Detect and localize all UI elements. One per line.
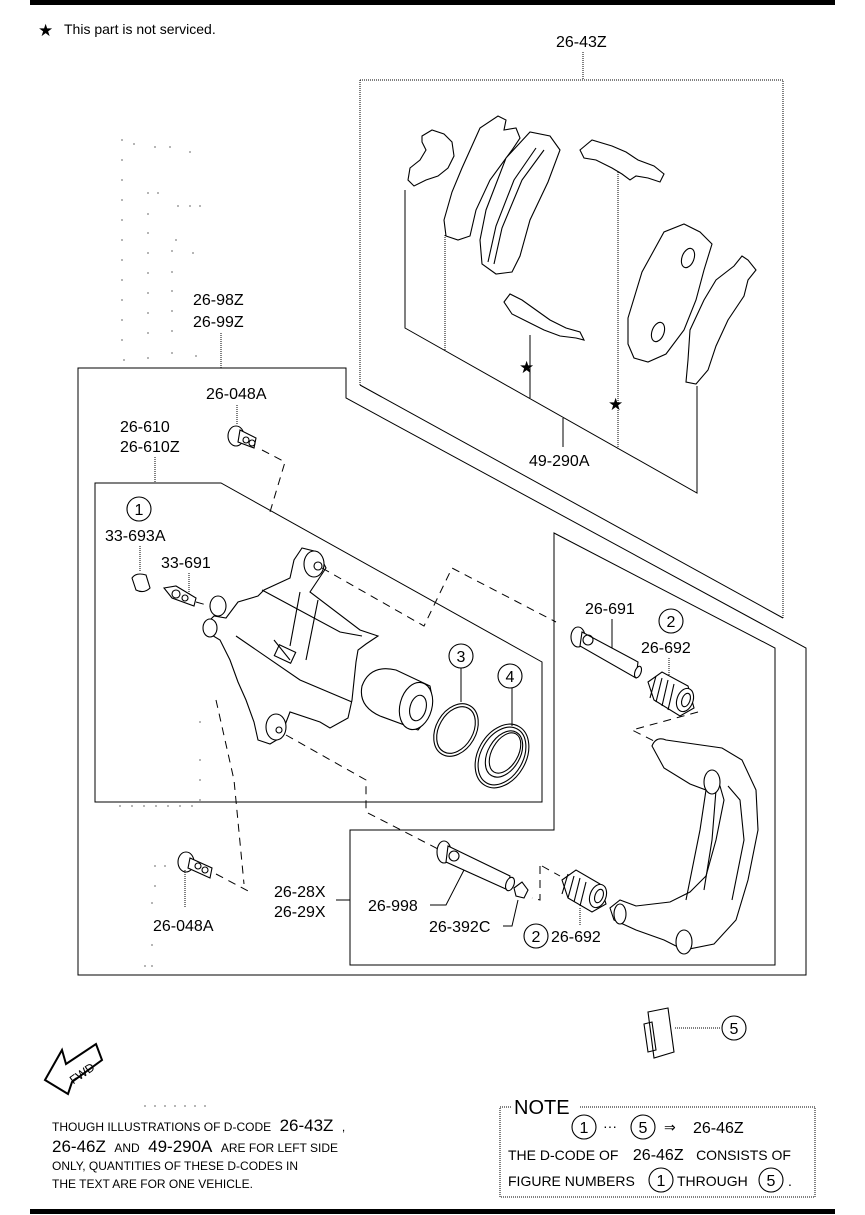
caliper-assembly-group: 26-98Z 26-99Z 26-048A 26-610 26-610Z 1 3… bbox=[77, 292, 807, 976]
callout-26-29X[interactable]: 26-29X bbox=[274, 904, 326, 921]
note-line-3-end: . bbox=[788, 1173, 792, 1189]
grease-packet-part[interactable] bbox=[643, 1007, 675, 1059]
note-arrow-icon: ⇒ bbox=[664, 1119, 676, 1135]
guide-pin-boot-lower-part[interactable] bbox=[561, 869, 610, 913]
piston-seal-part[interactable] bbox=[425, 696, 488, 764]
callout-26-048A-top[interactable]: 26-048A bbox=[206, 386, 267, 403]
not-serviced-star-icon: ★ bbox=[519, 358, 534, 377]
legend-text: This part is not serviced. bbox=[64, 21, 216, 37]
dust-seal-part[interactable] bbox=[464, 715, 540, 798]
svg-text:2: 2 bbox=[532, 929, 541, 946]
caliper-body-part[interactable] bbox=[202, 547, 380, 745]
svg-text:5: 5 bbox=[730, 1021, 739, 1038]
note-range-to: 5 bbox=[639, 1120, 648, 1137]
bottom-border-bar bbox=[30, 1209, 835, 1214]
grease-packet-group: 5 bbox=[643, 1007, 747, 1059]
callout-26-692-upper[interactable]: 26-692 bbox=[641, 640, 691, 657]
fwd-arrow-icon: FWD bbox=[43, 1042, 104, 1096]
pad-kit-group: 26-43Z 49-290A ★ ★ bbox=[359, 34, 784, 619]
note-line-3-a: FIGURE NUMBERS bbox=[508, 1173, 635, 1189]
callout-49-290A[interactable]: 49-290A bbox=[529, 453, 590, 470]
outer-shim-left-part[interactable] bbox=[407, 129, 455, 187]
caliper-piston-part[interactable] bbox=[360, 668, 437, 734]
pad-clip-upper-part[interactable] bbox=[579, 139, 665, 183]
pad-clip-lower-part[interactable] bbox=[503, 293, 586, 341]
note-line-3-b: THROUGH bbox=[677, 1173, 748, 1189]
callout-26-392C[interactable]: 26-392C bbox=[429, 919, 490, 936]
note-line-3-num2: 5 bbox=[767, 1173, 776, 1190]
guide-pin-boot-upper-part[interactable] bbox=[647, 671, 697, 717]
outer-shim-right-part[interactable] bbox=[685, 255, 757, 385]
note-range-sep: ··· bbox=[603, 1118, 617, 1134]
note-line-3-num1: 1 bbox=[657, 1173, 666, 1190]
figure-number-4: 4 bbox=[497, 663, 523, 689]
disclaimer-line-3: ONLY, QUANTITIES OF THESE D-CODES IN bbox=[52, 1159, 298, 1173]
callout-26-610Z[interactable]: 26-610Z bbox=[120, 439, 180, 456]
caliper-bolt-top-part[interactable] bbox=[227, 425, 257, 449]
disclaimer-block: THOUGH ILLUSTRATIONS OF D-CODE 26-43Z , … bbox=[52, 1116, 345, 1191]
svg-text:4: 4 bbox=[506, 669, 515, 686]
note-box: NOTE 1 ··· 5 ⇒ 26-46Z THE D-CODE OF 26-4… bbox=[499, 1097, 816, 1198]
top-border-bar bbox=[30, 0, 835, 5]
brake-pad-backing-plate-left[interactable] bbox=[443, 115, 521, 241]
callout-26-610[interactable]: 26-610 bbox=[120, 419, 170, 436]
svg-text:3: 3 bbox=[457, 649, 466, 666]
figure-number-5: 5 bbox=[721, 1015, 747, 1041]
note-range-from: 1 bbox=[580, 1120, 589, 1137]
bleeder-screw-part[interactable] bbox=[162, 585, 197, 607]
brake-pad-right-part[interactable] bbox=[627, 223, 713, 363]
star-icon: ★ bbox=[38, 21, 53, 40]
callout-26-99Z[interactable]: 26-99Z bbox=[193, 314, 244, 331]
guide-pin-upper-part[interactable] bbox=[570, 626, 643, 679]
bleeder-cap-part[interactable] bbox=[131, 573, 151, 593]
figure-number-2-upper: 2 bbox=[658, 608, 684, 634]
note-kit-code: 26-46Z bbox=[693, 1120, 744, 1137]
background-specks bbox=[119, 139, 206, 1107]
figure-number-2-lower: 2 bbox=[523, 923, 549, 949]
disclaimer-line-1: THOUGH ILLUSTRATIONS OF D-CODE 26-43Z , bbox=[52, 1116, 345, 1135]
callout-26-28X[interactable]: 26-28X bbox=[274, 884, 326, 901]
callout-33-693A[interactable]: 33-693A bbox=[105, 528, 166, 545]
figure-number-1: 1 bbox=[126, 496, 152, 522]
note-line-2: THE D-CODE OF 26-46Z CONSISTS OF bbox=[508, 1147, 791, 1164]
caliper-bolt-bottom-part[interactable] bbox=[177, 851, 213, 879]
figure-number-3: 3 bbox=[448, 643, 474, 669]
callout-26-048A-bottom[interactable]: 26-048A bbox=[153, 918, 214, 935]
callout-26-692-lower[interactable]: 26-692 bbox=[551, 929, 601, 946]
guide-pin-lower-part[interactable] bbox=[436, 840, 516, 892]
note-title: NOTE bbox=[514, 1097, 570, 1119]
callout-26-998[interactable]: 26-998 bbox=[368, 898, 418, 915]
caliper-bracket-part[interactable] bbox=[609, 738, 759, 955]
callout-26-691[interactable]: 26-691 bbox=[585, 601, 635, 618]
guide-pin-bushing-part[interactable] bbox=[513, 881, 529, 899]
callout-26-43Z[interactable]: 26-43Z bbox=[556, 34, 607, 51]
svg-text:1: 1 bbox=[135, 502, 144, 519]
callout-33-691[interactable]: 33-691 bbox=[161, 555, 211, 572]
disclaimer-line-4: THE TEXT ARE FOR ONE VEHICLE. bbox=[52, 1177, 253, 1191]
legend: ★ This part is not serviced. bbox=[38, 21, 216, 40]
callout-26-98Z[interactable]: 26-98Z bbox=[193, 292, 244, 309]
disclaimer-line-2: 26-46Z AND 49-290A ARE FOR LEFT SIDE bbox=[52, 1137, 338, 1156]
not-serviced-star-icon: ★ bbox=[608, 395, 623, 414]
svg-text:2: 2 bbox=[667, 614, 676, 631]
